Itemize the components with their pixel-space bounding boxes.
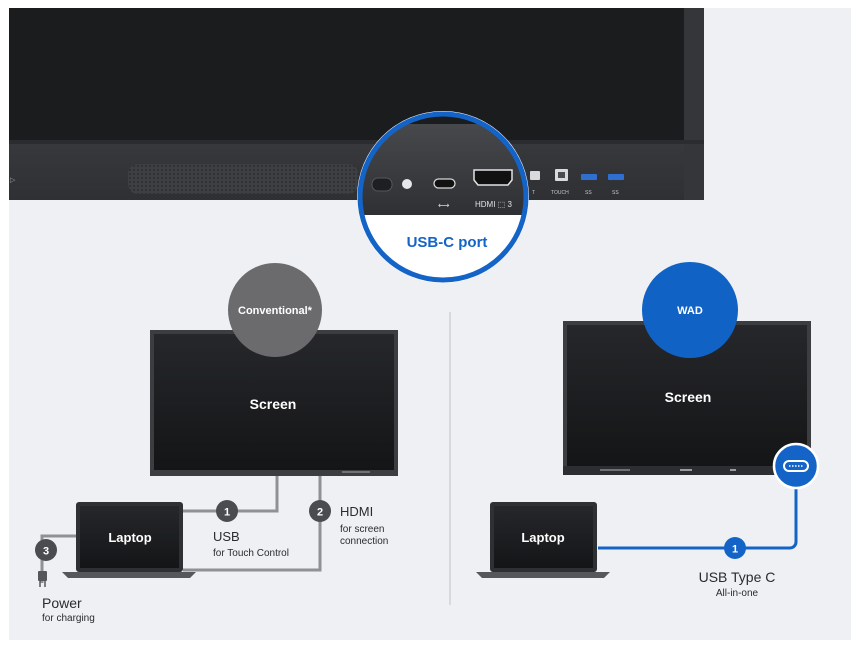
hdmi-sublabel-line1: for screen [340, 524, 384, 535]
speaker-grill [128, 164, 358, 194]
usb-cable [183, 476, 279, 513]
wad-setup: Screen WAD Laptop 1 USB Type C All-in-on… [476, 262, 820, 599]
usb-label: USB [213, 529, 240, 544]
top-display-screen [9, 8, 684, 140]
usbc-symbol: ⟷ [438, 201, 450, 210]
top-display-panel: ▷ T TOUCH SS SS [9, 8, 704, 200]
svg-text:2: 2 [317, 507, 323, 519]
zoom-ring [357, 111, 529, 283]
wad-badge [642, 262, 738, 358]
zoom-usbc-port [433, 178, 456, 189]
wad-screen-label: Screen [665, 389, 712, 405]
wad-laptop-label: Laptop [521, 530, 564, 545]
svg-text:SS: SS [585, 190, 592, 196]
wad-step-1-badge [724, 537, 746, 559]
step-1-badge [216, 500, 238, 522]
conventional-setup: Screen Conventional* Laptop 1 USB for To… [35, 263, 398, 624]
conventional-laptop-label: Laptop [108, 530, 151, 545]
usbc-port-label: USB-C port [407, 234, 488, 251]
zoom-hdmi-port [473, 169, 513, 186]
power-label: Power [42, 595, 82, 611]
svg-text:TOUCH: TOUCH [551, 190, 569, 196]
hdmi-sublabel-line2: connection [340, 536, 388, 547]
svg-text:3: 3 [43, 546, 49, 558]
usb-port-1 [581, 174, 597, 180]
svg-text:T: T [532, 190, 535, 196]
all-in-one-label: All-in-one [716, 588, 759, 599]
step-2-badge [309, 500, 331, 522]
svg-text:HDMI ⬚ 3: HDMI ⬚ 3 [475, 200, 512, 209]
zoom-button-1 [371, 177, 393, 192]
power-plug-icon [38, 571, 47, 581]
wad-badge-label: WAD [677, 305, 703, 317]
hdmi-label: HDMI [340, 504, 373, 519]
usb-sublabel: for Touch Control [213, 548, 289, 559]
conventional-badge [228, 263, 322, 357]
conventional-screen-label: Screen [250, 396, 297, 412]
usb-type-c-cable [598, 480, 798, 550]
svg-text:1: 1 [224, 507, 230, 519]
step-3-badge [35, 539, 57, 561]
svg-text:SS: SS [612, 190, 619, 196]
conventional-badge-label: Conventional* [238, 305, 313, 317]
zoom-button-2 [402, 179, 412, 189]
svg-text:1: 1 [732, 544, 738, 556]
usb-port-2 [608, 174, 624, 180]
usbc-port-icon [783, 460, 809, 472]
power-sublabel: for charging [42, 613, 95, 624]
svg-text:▷: ▷ [10, 177, 16, 184]
power-cable [40, 534, 76, 583]
port-t [530, 171, 540, 180]
usb-type-c-label: USB Type C [699, 569, 776, 585]
